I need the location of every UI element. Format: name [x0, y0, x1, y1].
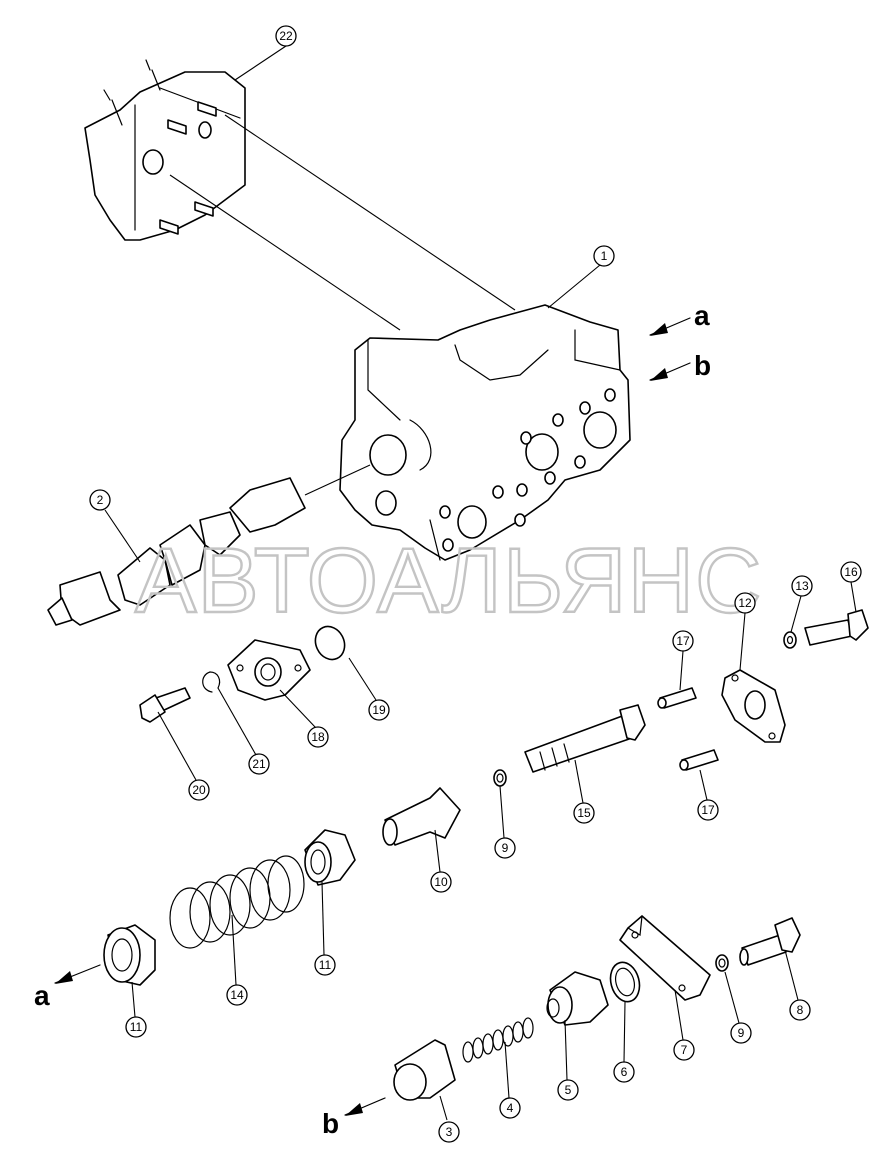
callout-9-upper: 9 — [494, 837, 516, 859]
part-4-spring — [462, 1017, 534, 1063]
watermark: АВТОАЛЬЯНС — [135, 530, 763, 632]
part-1-valve-body — [339, 304, 631, 561]
part-6-oring — [609, 961, 641, 1003]
svg-text:10: 10 — [434, 875, 448, 889]
svg-text:12: 12 — [738, 596, 752, 610]
callout-7: 7 — [673, 1039, 695, 1061]
part-7-block — [619, 915, 711, 1001]
part-2-spool — [47, 464, 371, 626]
callout-17-upper: 17 — [672, 630, 694, 652]
callout-13: 13 — [791, 575, 813, 597]
callout-11-left: 11 — [125, 1016, 147, 1038]
callout-11-upper: 11 — [314, 954, 336, 976]
svg-text:13: 13 — [795, 579, 809, 593]
part-22-cover — [84, 59, 246, 241]
part-13-washer — [783, 631, 797, 649]
flow-marker-b-lower: b — [322, 1108, 339, 1139]
svg-text:9: 9 — [738, 1026, 745, 1040]
part-12-flange — [721, 669, 786, 743]
callout-6: 6 — [613, 1061, 635, 1083]
part-8-bolt — [739, 917, 801, 966]
svg-text:19: 19 — [372, 703, 386, 717]
part-20-pin — [139, 687, 191, 723]
callout-16: 16 — [840, 561, 862, 583]
callout-21: 21 — [248, 753, 270, 775]
part-11-collar-left — [103, 924, 156, 986]
flow-marker-b-top: b — [694, 350, 711, 381]
part-9-washer-upper — [493, 769, 507, 787]
callout-4: 4 — [499, 1097, 521, 1119]
flow-arrows-top — [649, 317, 691, 381]
part-17-pin-lower — [679, 749, 719, 771]
svg-text:11: 11 — [130, 1020, 143, 1034]
callout-8: 8 — [789, 999, 811, 1021]
svg-text:17: 17 — [701, 803, 715, 817]
svg-text:20: 20 — [192, 783, 206, 797]
callout-10: 10 — [430, 871, 452, 893]
callout-3: 3 — [438, 1121, 460, 1143]
part-10-sleeve — [382, 787, 461, 846]
callout-5: 5 — [557, 1079, 579, 1101]
part-19-oring — [314, 625, 346, 661]
svg-text:9: 9 — [502, 841, 509, 855]
svg-text:5: 5 — [565, 1083, 572, 1097]
svg-text:1: 1 — [601, 249, 608, 263]
flow-arrow-a-lower — [54, 964, 101, 984]
flow-arrow-b-lower — [344, 1097, 386, 1116]
callout-18: 18 — [307, 726, 329, 748]
callout-12: 12 — [734, 592, 756, 614]
svg-text:8: 8 — [797, 1003, 804, 1017]
svg-text:7: 7 — [681, 1043, 688, 1057]
svg-text:14: 14 — [230, 988, 244, 1002]
svg-text:17: 17 — [676, 634, 690, 648]
callout-1: 1 — [593, 245, 615, 267]
callout-15: 15 — [573, 802, 595, 824]
flow-marker-a-top: a — [694, 300, 710, 331]
callout-20: 20 — [188, 779, 210, 801]
svg-text:22: 22 — [279, 29, 293, 43]
svg-text:16: 16 — [844, 565, 858, 579]
part-14-spring — [169, 855, 305, 949]
part-16-bolt — [804, 609, 869, 646]
callout-19: 19 — [368, 699, 390, 721]
part-5-piston — [546, 971, 609, 1026]
flow-marker-a-lower: a — [34, 980, 50, 1011]
callout-17-lower: 17 — [697, 799, 719, 821]
svg-text:4: 4 — [507, 1101, 514, 1115]
callout-2: 2 — [89, 489, 111, 511]
svg-text:11: 11 — [319, 958, 332, 972]
svg-text:2: 2 — [97, 493, 104, 507]
part-18-flange-block — [227, 639, 311, 701]
svg-text:15: 15 — [577, 806, 591, 820]
callout-9-lower: 9 — [730, 1022, 752, 1044]
part-3-cap — [393, 1039, 456, 1101]
callout-14: 14 — [226, 984, 248, 1006]
svg-text:6: 6 — [621, 1065, 628, 1079]
svg-text:21: 21 — [252, 757, 266, 771]
svg-text:3: 3 — [446, 1125, 453, 1139]
svg-text:18: 18 — [311, 730, 325, 744]
part-9-washer-lower — [715, 954, 729, 972]
part-21-snap-ring — [202, 671, 221, 693]
part-17-pin-upper — [657, 687, 697, 709]
part-15-bolt — [524, 704, 646, 773]
callout-22: 22 — [275, 25, 297, 47]
leader-lines — [104, 45, 857, 1121]
part-11-collar-upper — [304, 829, 356, 886]
